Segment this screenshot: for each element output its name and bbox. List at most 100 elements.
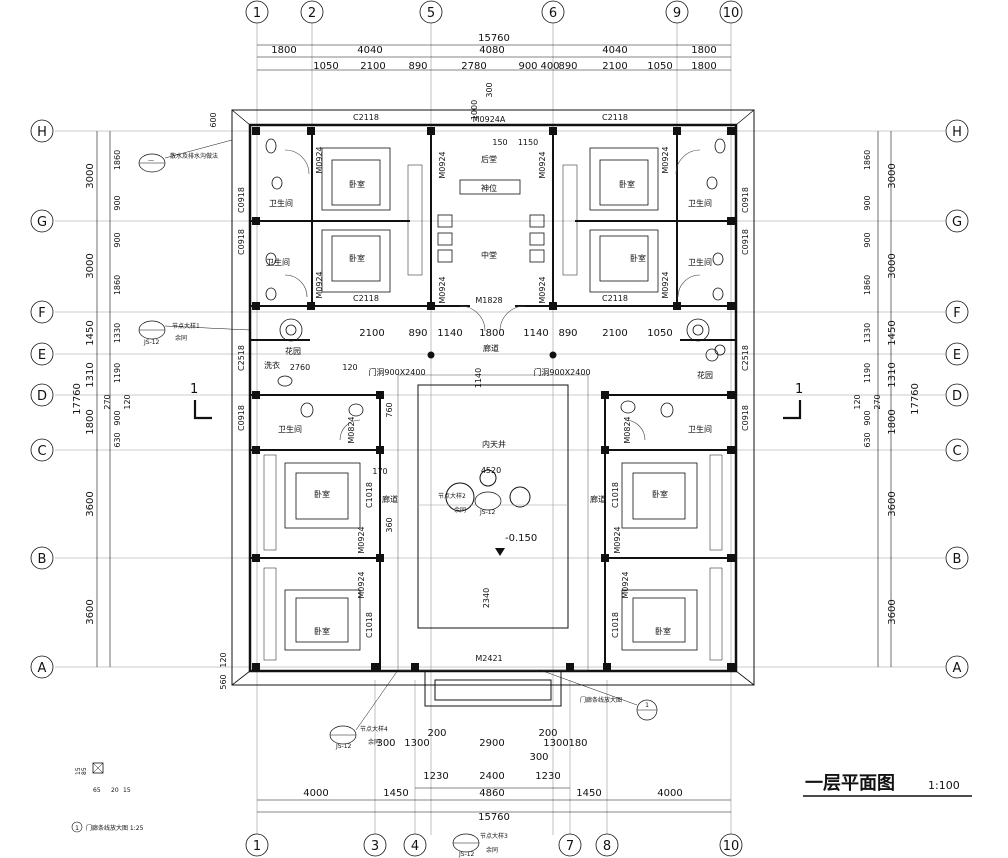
dim-porch-3: 2900: [479, 738, 504, 749]
window-c2118-e: C2118: [602, 294, 628, 303]
window-c1018-2: C1018: [365, 612, 374, 638]
dim-right-total: 17760: [910, 383, 921, 415]
callout-ref-4: JS-12: [335, 743, 352, 750]
dim-right-outer-2: 3000: [887, 253, 898, 278]
room-bath-ne1: 卫生间: [688, 198, 712, 208]
dim-mid-6: 890: [558, 328, 577, 339]
building-outline: [231, 109, 755, 686]
dim-left-inner-9: 270: [103, 394, 112, 409]
elevation-label: -0.150: [505, 533, 537, 544]
dim-porch-7: 200: [538, 728, 557, 739]
dim-left-outer-5: 1800: [85, 409, 96, 434]
axis-bottom-7: 7: [566, 839, 574, 854]
dim-left-inner-3: 900: [113, 232, 122, 247]
dim-left-outer-2: 3000: [85, 253, 96, 278]
dim-top-4: 4040: [602, 45, 627, 56]
dim-top2-6: 400: [540, 61, 559, 72]
dim-top2-9: 1050: [647, 61, 672, 72]
dim-total-bottom: 15760: [478, 812, 510, 823]
axis-top-2: 2: [308, 6, 316, 21]
title-scale: 1:100: [928, 779, 960, 792]
dim-top-2: 4040: [357, 45, 382, 56]
dim-misc-8: 760: [385, 402, 394, 417]
dim-top2-8: 2100: [602, 61, 627, 72]
detail-legend: 15 85 65 20 15 1 门廊条线放大图 1:25: [71, 762, 144, 833]
window-c0918-2: C0918: [237, 229, 246, 255]
dim-right-inner-5: 1330: [863, 323, 872, 343]
dim-courtyard-1: 4520: [481, 466, 501, 475]
window-c0918-1: C0918: [237, 187, 246, 213]
dim-left-inner-2: 900: [113, 195, 122, 210]
window-c2518-west: C2518: [237, 345, 246, 371]
room-bath-nw2: 卫生间: [266, 257, 290, 267]
room-corridor-east: 廊道: [590, 494, 606, 504]
bed-furniture: [284, 147, 698, 651]
legend-num-5: 15: [123, 787, 131, 794]
room-bedroom-nw2: 卧室: [349, 253, 365, 263]
door-m0924-9: M0924: [357, 526, 366, 553]
dim-mid-5: 1140: [523, 328, 548, 339]
room-bedroom-se1: 卧室: [652, 489, 668, 499]
dim-top2-5: 900: [518, 61, 537, 72]
wardrobes: [263, 164, 723, 661]
dim-bot2-3: 4860: [479, 788, 504, 799]
window-c0918-5: C0918: [237, 405, 246, 431]
dim-top2-7: 890: [558, 61, 577, 72]
dim-mid-4: 1800: [479, 328, 504, 339]
room-shrine: 神位: [481, 183, 497, 193]
room-courtyard: 内天井: [482, 439, 506, 449]
hall-furniture: [437, 179, 545, 263]
legend-circle-num: 1: [75, 825, 79, 832]
room-bath-se: 卫生间: [688, 424, 712, 434]
axis-right-d: D: [952, 389, 962, 404]
callout-ref-1: JS-12: [143, 339, 160, 346]
window-c1018-3: C1018: [611, 482, 620, 508]
section-right-label: 1: [795, 382, 803, 397]
door-m0924a: M0924A: [473, 115, 506, 124]
dim-left-outer-6: 3600: [85, 491, 96, 516]
room-bedroom-sw2: 卧室: [314, 626, 330, 636]
callout-node1-see: 余同: [175, 334, 187, 342]
dim-top-3: 4080: [479, 45, 504, 56]
axis-right-h: H: [952, 125, 962, 140]
dim-left-inner-8: 630: [113, 432, 122, 447]
window-c1018-4: C1018: [611, 612, 620, 638]
dim-left-total: 17760: [72, 383, 83, 415]
window-c1018-1: C1018: [365, 482, 374, 508]
dim-right-inner-10: 120: [853, 394, 862, 409]
dim-left-inner-4: 1860: [113, 275, 122, 295]
dim-top-1: 1800: [271, 45, 296, 56]
axis-left-c: C: [37, 444, 46, 459]
axis-left-a: A: [38, 661, 47, 676]
courtyard: [397, 374, 589, 671]
dim-bot2-5: 4000: [657, 788, 682, 799]
callout-node2: 节点大样2: [438, 492, 466, 500]
axis-right-c: C: [952, 444, 961, 459]
page-title: 一层平面图: [805, 773, 895, 794]
door-m0924-4: M0924: [538, 276, 547, 303]
dim-bot1-3: 1230: [535, 771, 560, 782]
dim-top2-10: 1800: [691, 61, 716, 72]
dim-misc-11: 170: [372, 467, 387, 476]
door-m0924-6: M0924: [661, 146, 670, 173]
axis-bottom-1: 1: [253, 839, 261, 854]
dim-left-inner-10: 120: [123, 394, 132, 409]
dim-misc-3: 600: [209, 112, 218, 127]
columns: [252, 127, 735, 671]
door-opening-east: 门洞900X2400: [533, 367, 590, 377]
dim-right-inner-8: 630: [863, 432, 872, 447]
toilets: [265, 138, 726, 418]
room-bedroom-ne1: 卧室: [619, 179, 635, 189]
dim-porch-1: 300: [376, 738, 395, 749]
room-garden-west: 花园: [285, 346, 301, 356]
dim-right-inner-6: 1190: [863, 363, 872, 383]
axis-bottom-3: 3: [371, 839, 379, 854]
room-bedroom-nw1: 卧室: [349, 179, 365, 189]
axis-bottom-4: 4: [411, 839, 419, 854]
garden-plants: [279, 318, 726, 362]
dim-misc-1: 560: [219, 674, 228, 689]
dim-left-inner-6: 1190: [113, 363, 122, 383]
axis-bottom-8: 8: [603, 839, 611, 854]
axis-left-h: H: [37, 125, 47, 140]
dim-mid-1: 2100: [359, 328, 384, 339]
